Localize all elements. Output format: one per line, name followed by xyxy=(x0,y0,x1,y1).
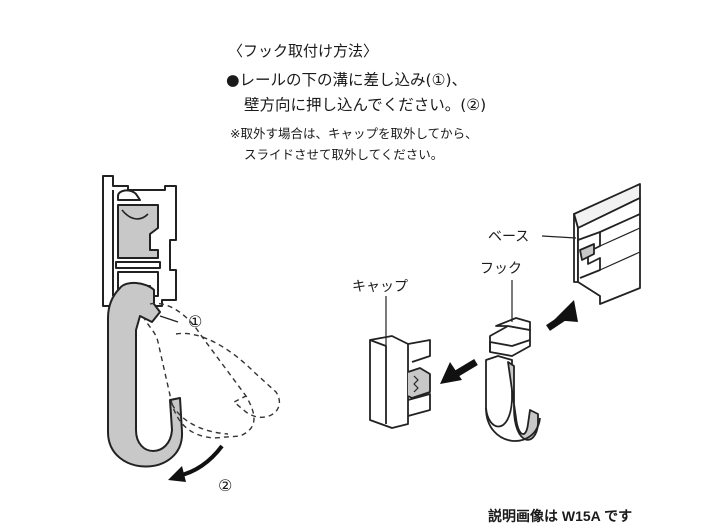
base-rail xyxy=(573,183,641,305)
removal-note-line-1: ※取外す場合は、キャップを取外してから、 xyxy=(230,126,478,141)
step1-indicator xyxy=(159,315,179,323)
cap-part xyxy=(369,335,431,429)
base-label: ベース xyxy=(488,229,530,245)
instructions-title: 〈フック取付け方法〉 xyxy=(228,42,379,60)
step1-marker: ① xyxy=(188,312,203,331)
slide-arrow-hook xyxy=(546,300,578,331)
hook-part xyxy=(485,317,541,442)
step2-arrow xyxy=(168,444,224,482)
model-caption: 説明画像は W15A です xyxy=(488,508,633,524)
removal-note-line-2: スライドさせて取外してください。 xyxy=(244,147,444,162)
instruction-step-line-2: 壁方向に押し込んでください。(②) xyxy=(244,96,487,114)
step2-marker: ② xyxy=(218,476,233,495)
instruction-step-line-1: ●レールの下の溝に差し込み(①)、 xyxy=(226,71,468,89)
hook-label: フック xyxy=(480,261,522,277)
cap-label: キャップ xyxy=(352,279,408,295)
hook-installed xyxy=(107,282,184,468)
hook-rotating-ghost xyxy=(143,302,281,439)
slide-arrow-cap xyxy=(440,358,478,384)
